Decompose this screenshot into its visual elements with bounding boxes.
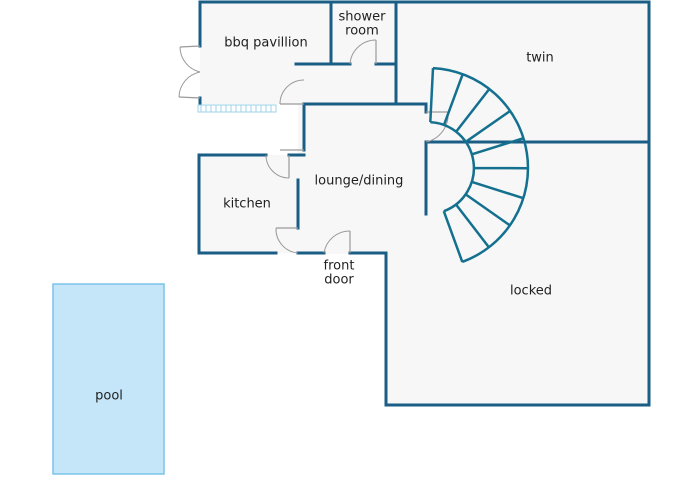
lounge-label: lounge/dining <box>315 174 404 189</box>
bbq-wall <box>198 0 398 105</box>
stair-outer-rail <box>432 66 530 264</box>
stair-tread <box>442 73 464 126</box>
kitchen-bottom-door <box>275 227 299 254</box>
kitchen-top-door <box>265 154 290 179</box>
stair-tread <box>442 210 464 263</box>
window-frame <box>197 104 277 113</box>
lounge-floor <box>304 104 426 254</box>
bbq-double-door <box>178 45 201 99</box>
kitchen-wall <box>197 153 278 255</box>
bbq-window <box>197 104 277 113</box>
stair-tread <box>471 180 524 200</box>
stair-tread <box>455 88 491 133</box>
kitchen-floor <box>199 155 298 253</box>
locked-wall <box>384 140 651 407</box>
stair-tread <box>471 137 524 156</box>
labels: bbq pavillion shower room twin lounge/di… <box>95 10 554 404</box>
twin-label: twin <box>526 51 554 66</box>
stair-tread <box>465 109 511 143</box>
doors <box>178 39 449 254</box>
stair-tread <box>455 203 490 249</box>
twin-floor <box>397 2 649 142</box>
pool <box>52 283 165 475</box>
shower-label-line1: shower <box>339 10 387 25</box>
locked-label: locked <box>510 284 552 299</box>
kitchen-label: kitchen <box>223 197 271 212</box>
front-door <box>323 230 351 254</box>
shower-door <box>349 39 377 65</box>
shower-label-line2: room <box>345 24 379 39</box>
stair-tread <box>429 68 435 123</box>
walls <box>197 0 651 407</box>
bbq-corridor-door <box>279 79 305 105</box>
front-door-label-line2: door <box>324 273 354 288</box>
front-door-label-line1: front <box>324 259 355 274</box>
bbq-label: bbq pavillion <box>224 36 307 51</box>
pool-label: pool <box>95 389 123 404</box>
spiral-staircase <box>429 66 530 264</box>
bbq-floor <box>200 2 396 104</box>
stair-tread <box>464 193 511 227</box>
stair-inner-rail <box>430 120 476 213</box>
corridor-floor <box>298 104 306 254</box>
